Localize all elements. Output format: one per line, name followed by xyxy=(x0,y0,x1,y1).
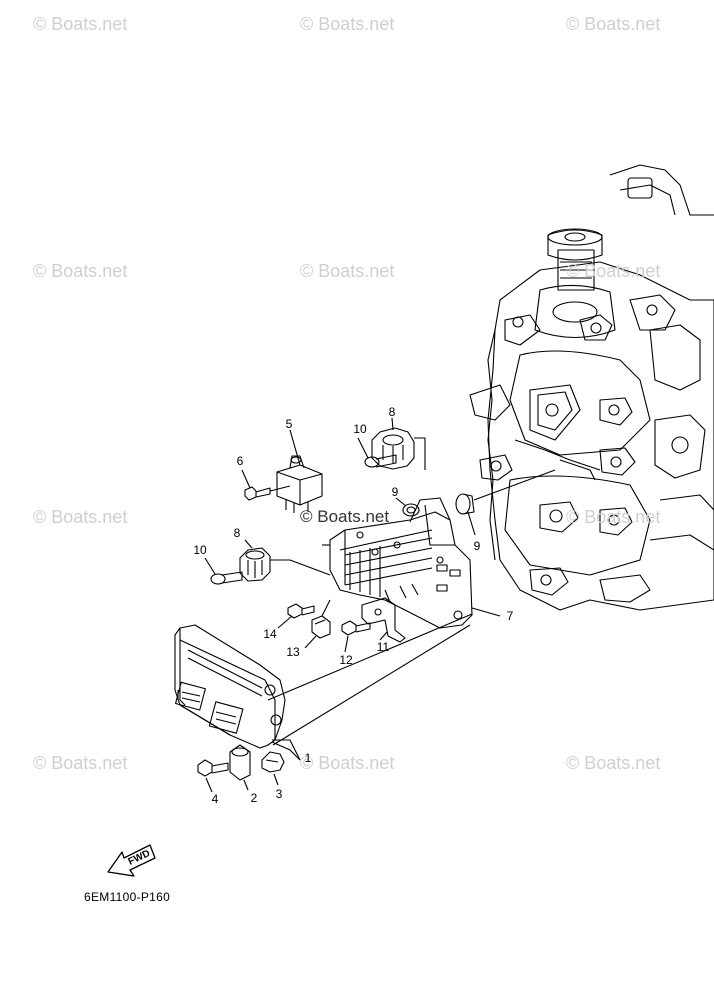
watermark: © Boats.net xyxy=(300,753,395,773)
callout-6[interactable]: 6 xyxy=(236,454,244,468)
part-14-screw-drawing xyxy=(277,603,315,629)
part-4-screw-drawing xyxy=(197,759,229,793)
watermark: © Boats.net xyxy=(300,14,395,34)
watermark: © Boats.net xyxy=(566,753,661,773)
callout-5[interactable]: 5 xyxy=(285,417,293,431)
callout-13[interactable]: 13 xyxy=(286,645,300,659)
watermark: © Boats.net xyxy=(300,261,395,281)
part-2-collar-drawing xyxy=(229,744,251,791)
engine-block-drawing xyxy=(469,164,714,611)
callout-2[interactable]: 2 xyxy=(250,791,258,805)
part-1-ecu-drawing xyxy=(174,613,473,761)
watermark: © Boats.net xyxy=(300,507,390,526)
part-12-screw-drawing xyxy=(341,620,371,653)
part-3-grommet-drawing xyxy=(261,751,285,786)
watermark: © Boats.net xyxy=(33,261,128,281)
part-9-right-collar-drawing xyxy=(455,469,556,536)
part-9-upper-collar-drawing xyxy=(395,497,420,517)
fwd-label: FWD xyxy=(127,848,152,868)
part-10-lower-bolt-drawing xyxy=(204,557,243,585)
callout-10-lower[interactable]: 10 xyxy=(193,543,207,557)
callout-8-upper[interactable]: 8 xyxy=(388,405,396,419)
part-11-plate-drawing xyxy=(361,597,406,643)
callout-1[interactable]: 1 xyxy=(304,751,312,765)
callout-14[interactable]: 14 xyxy=(263,627,277,641)
part-7-bracket-drawing xyxy=(322,497,501,629)
callout-11[interactable]: 11 xyxy=(376,640,390,654)
part-6-screw-drawing xyxy=(241,469,291,501)
part-8-lower-grommet-drawing xyxy=(239,539,331,582)
callout-8-lower[interactable]: 8 xyxy=(233,526,241,540)
watermark: © Boats.net xyxy=(33,753,128,773)
callout-4[interactable]: 4 xyxy=(211,792,219,806)
callout-12[interactable]: 12 xyxy=(339,653,353,667)
watermark: © Boats.net xyxy=(33,507,128,527)
callout-9-right[interactable]: 9 xyxy=(473,539,481,553)
watermark: © Boats.net xyxy=(566,261,661,281)
callout-7[interactable]: 7 xyxy=(506,609,514,623)
watermark: © Boats.net xyxy=(566,14,661,34)
callout-10-upper[interactable]: 10 xyxy=(353,422,367,436)
watermark: © Boats.net xyxy=(33,14,128,34)
watermark: © Boats.net xyxy=(566,507,661,527)
part-13-clamp-drawing xyxy=(304,599,331,649)
part-10-upper-bolt-drawing xyxy=(357,437,397,468)
drawing-code: 6EM1100-P160 xyxy=(84,890,171,904)
fwd-arrow-drawing xyxy=(107,844,156,877)
part-5-relay-drawing xyxy=(276,429,323,513)
part-8-upper-grommet-drawing xyxy=(371,417,426,470)
callout-3[interactable]: 3 xyxy=(275,787,283,801)
callout-9-upper[interactable]: 9 xyxy=(391,485,399,499)
